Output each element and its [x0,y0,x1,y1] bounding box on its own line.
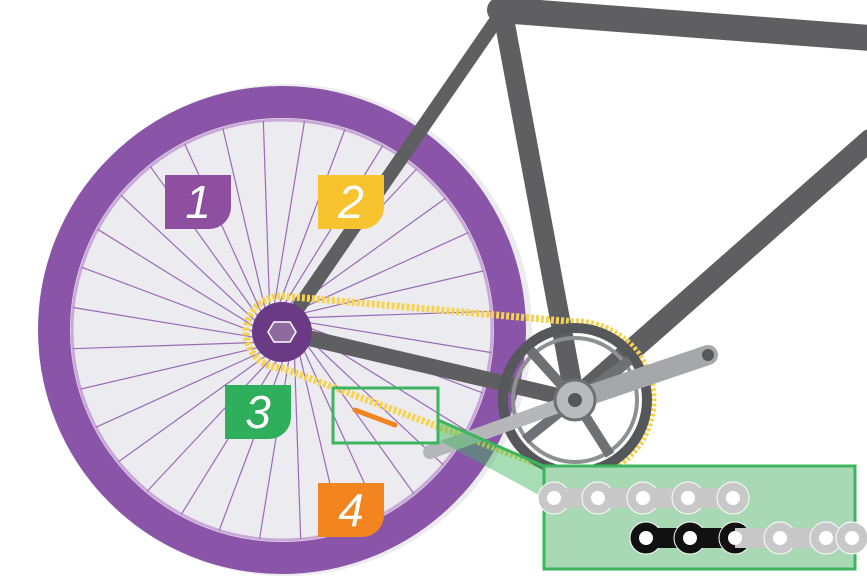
broken-link-marker [352,407,398,428]
spoke [302,320,491,354]
spoke [258,350,292,539]
spoke [146,351,279,492]
link-pin [726,491,740,505]
link-pin [547,491,561,505]
spoke [301,338,415,494]
label-4-number: 4 [338,484,364,536]
spoke [97,228,261,331]
spoke [222,128,268,315]
link-pin [591,491,605,505]
spoke [218,351,287,531]
link-pin [636,491,650,505]
label-1: 1 [165,175,231,229]
crank-arm [565,345,718,410]
spoke [272,121,306,310]
label-1-number: 1 [185,176,211,228]
crank-arm-rear [423,393,582,459]
link-pin [683,531,697,545]
frame [275,0,867,411]
label-3: 3 [225,385,291,439]
spoke [80,344,267,390]
spoke [300,310,492,319]
label-3-number: 3 [245,386,271,438]
spoke [95,347,271,428]
spoke [73,306,262,340]
link-pin [639,531,653,545]
spoke [118,349,274,463]
spoke [120,194,261,327]
link-pin [845,531,859,545]
spoke [81,266,261,335]
label-4: 4 [318,483,384,537]
chain-detail-inset [537,464,867,571]
spoke [262,120,271,312]
spoke [72,341,264,350]
spoke [293,348,302,540]
callout-connector [438,420,548,500]
link-pin [728,531,742,545]
spoke [277,129,346,309]
spoke [297,270,484,316]
link-pin [681,491,695,505]
label-2-number: 2 [338,176,364,228]
link-pin [819,531,833,545]
tire [38,86,526,574]
link-pin [773,531,787,545]
label-2: 2 [318,175,384,229]
chain-highlight-box [331,386,440,445]
axle-nut [267,321,297,343]
spoke [184,143,265,319]
